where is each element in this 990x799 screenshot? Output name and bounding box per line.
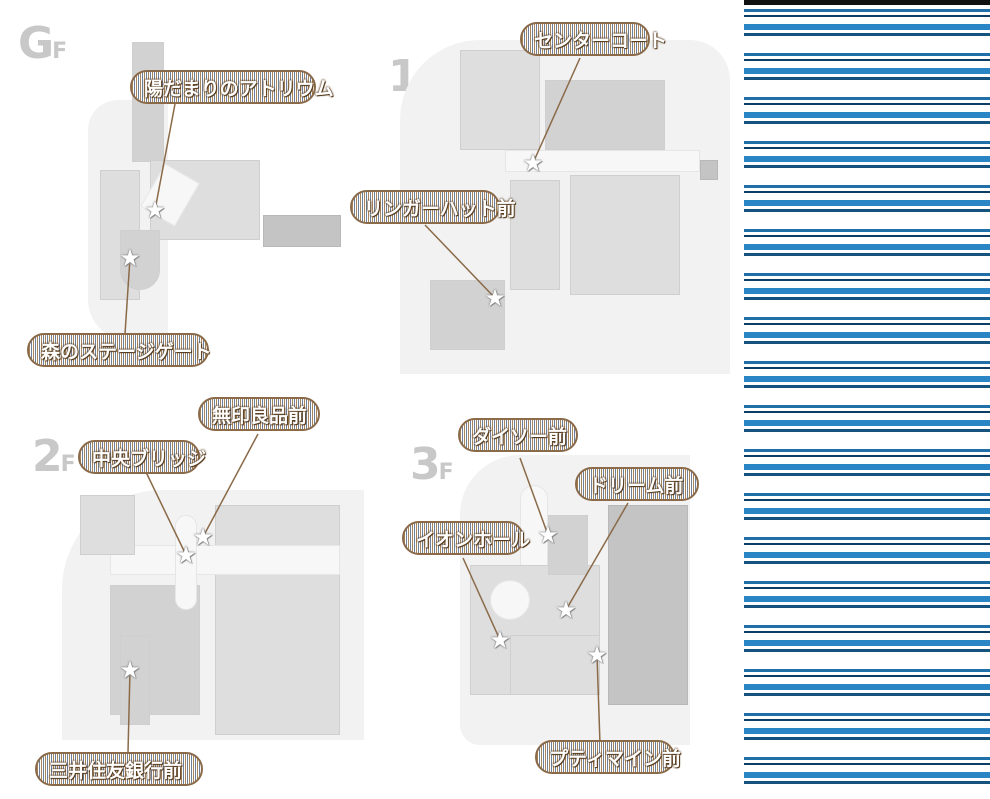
callout-hidamari-atrium[interactable]: 陽だまりのアトリウム [130, 70, 334, 104]
sidebar-top-bar [744, 0, 990, 5]
star-icon[interactable]: ★ [522, 149, 544, 177]
floor-label-3f: 3F [410, 439, 454, 490]
star-icon[interactable]: ★ [175, 541, 197, 569]
star-icon[interactable]: ★ [484, 284, 506, 312]
star-icon[interactable]: ★ [489, 626, 511, 654]
callout-mori-stage-gate[interactable]: 森のステージゲート [27, 333, 212, 367]
callout-petit-main[interactable]: プティマイン前 [535, 740, 681, 774]
callout-muji[interactable]: 無印良品前 [198, 397, 320, 431]
floor-label-2f: 2F [32, 431, 76, 482]
callout-smbc[interactable]: 三井住友銀行前 [35, 752, 203, 786]
sidebar-panel [744, 0, 990, 799]
callout-dream[interactable]: ドリーム前 [575, 467, 699, 501]
star-icon[interactable]: ★ [192, 523, 214, 551]
callout-ringer-hut[interactable]: リンガーハット前 [350, 190, 516, 224]
star-icon[interactable]: ★ [537, 521, 559, 549]
floor-label-gf: GF [18, 18, 68, 69]
star-icon[interactable]: ★ [144, 196, 166, 224]
callout-daiso[interactable]: ダイソー前 [458, 418, 578, 452]
floor-map-gf: GF [0, 0, 370, 390]
callout-aeon-hall[interactable]: イオンホール [402, 521, 530, 555]
star-icon[interactable]: ★ [586, 641, 608, 669]
callout-center-court[interactable]: センターコート [520, 22, 667, 56]
star-icon[interactable]: ★ [555, 596, 577, 624]
star-icon[interactable]: ★ [119, 656, 141, 684]
star-icon[interactable]: ★ [119, 244, 141, 272]
callout-central-bridge[interactable]: 中央ブリッジ [78, 440, 206, 474]
